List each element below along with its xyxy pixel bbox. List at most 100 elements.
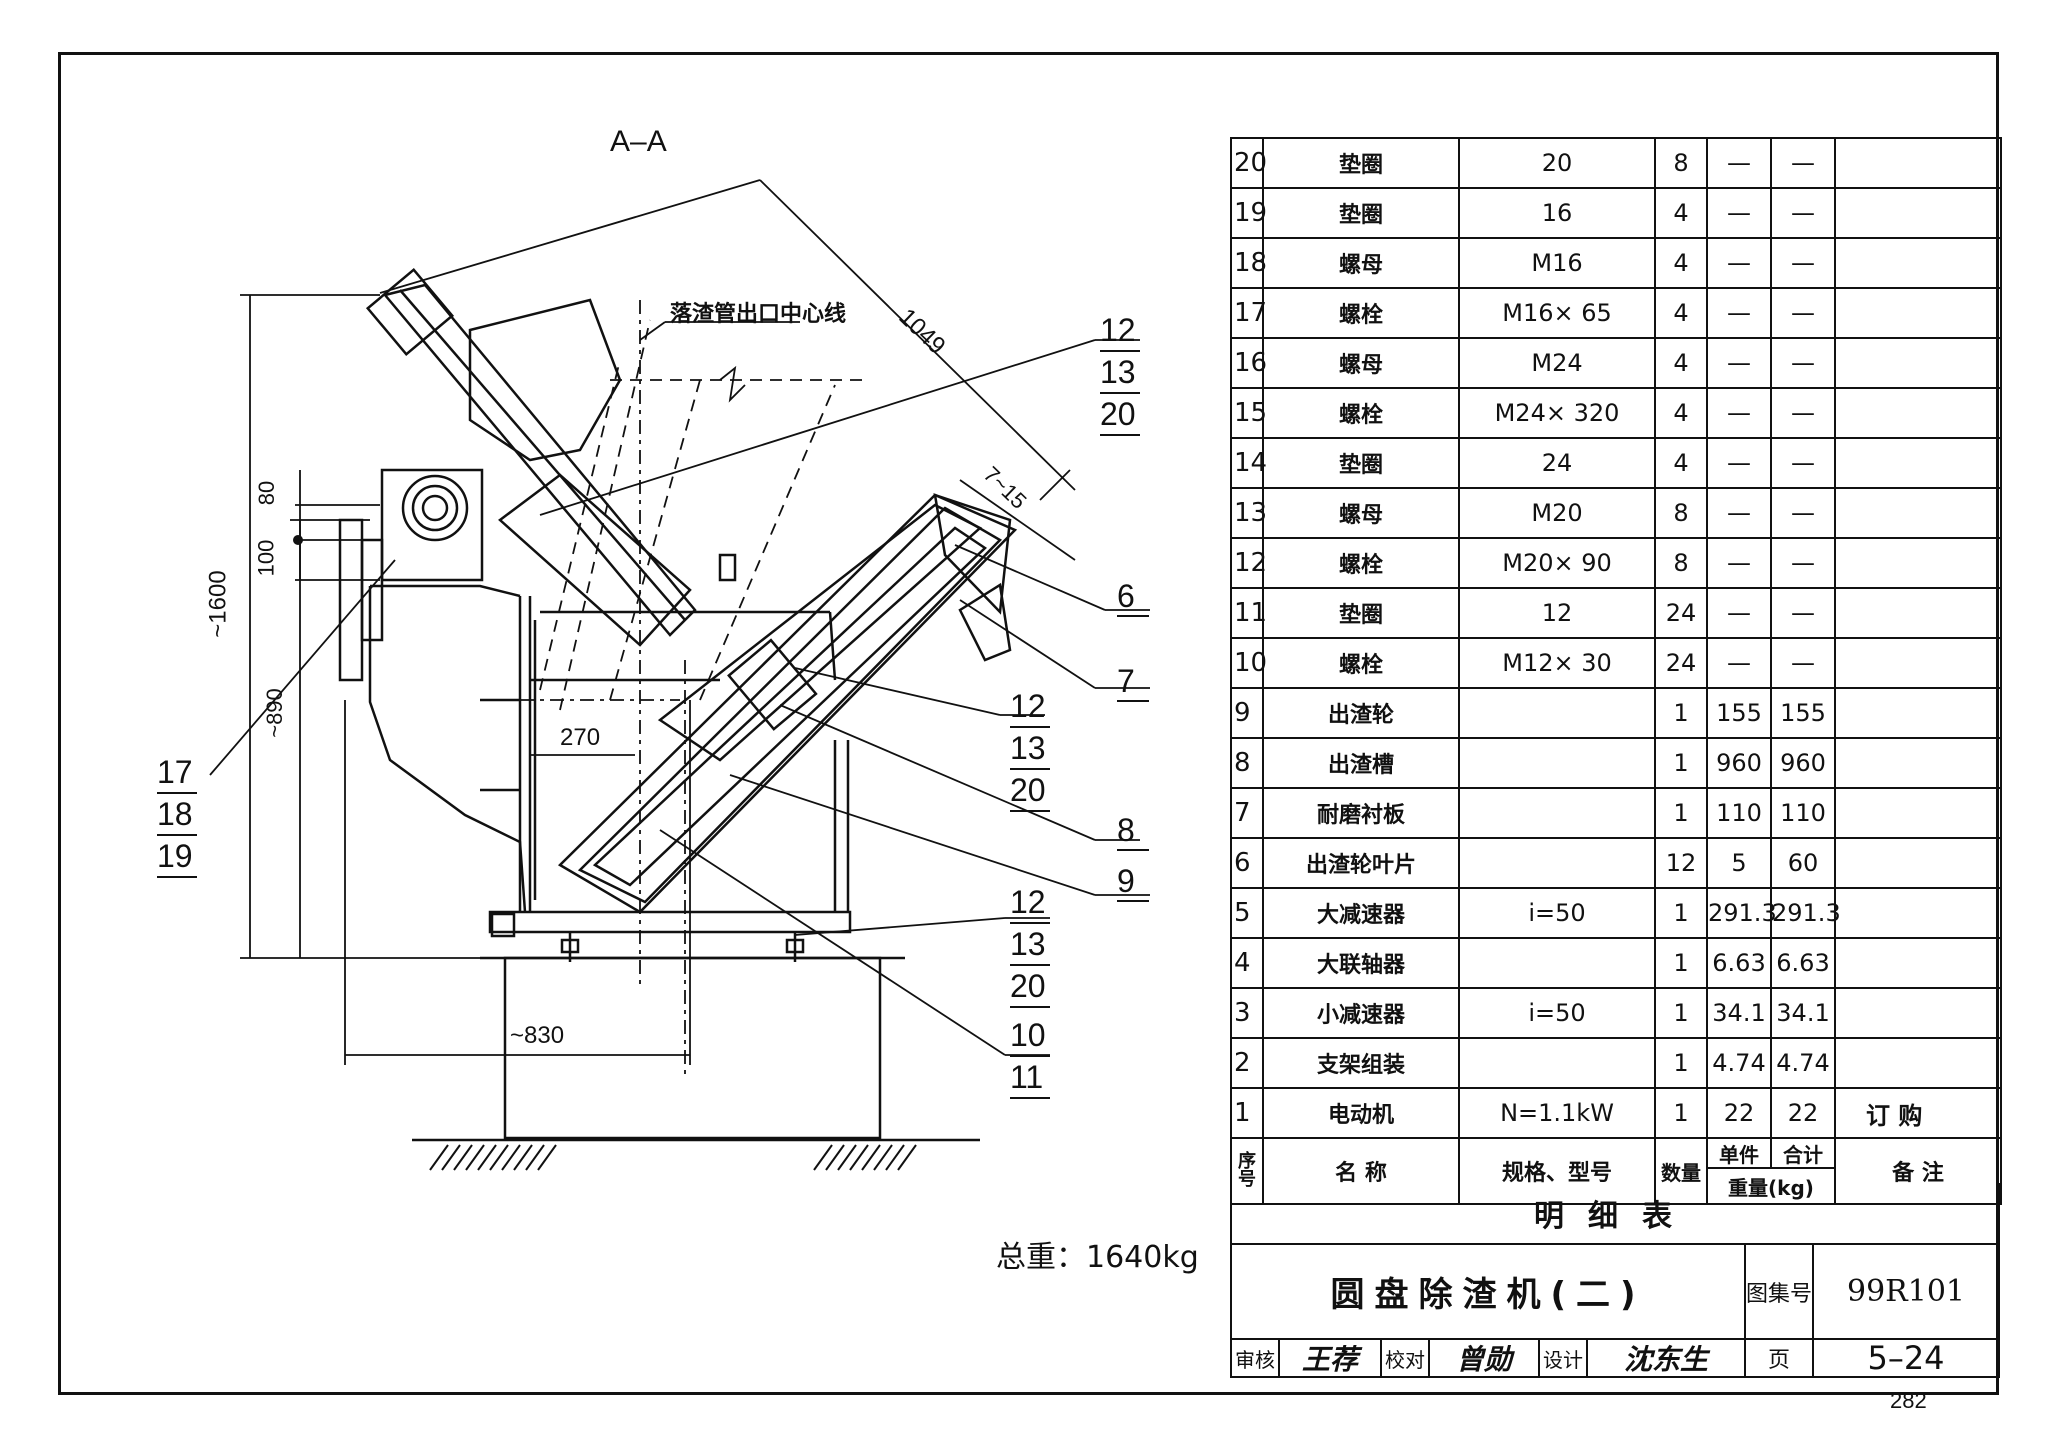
cell-note [1834,287,2002,339]
cell-note: 订 购 [1834,1087,2002,1139]
cell-unit: 960 [1706,737,1772,789]
cell-spec: M20× 90 [1458,537,1656,589]
cell-note [1834,387,2002,439]
cell-name: 支架组装 [1262,1037,1460,1089]
callout-group-10-11: 10 11 [1010,1015,1050,1099]
cell-qty: 4 [1654,187,1708,239]
cell-note [1834,787,2002,839]
cell-unit: 155 [1706,687,1772,739]
header-unit: 单件 [1708,1139,1772,1167]
cell-qty: 24 [1654,637,1708,689]
cell-no: 16 [1230,337,1267,389]
cell-qty: 8 [1654,137,1708,189]
review-signature: 王荐 [1278,1338,1382,1378]
cell-note [1834,187,2002,239]
cell-qty: 1 [1654,1087,1708,1139]
cell-spec [1458,937,1656,989]
cell-total: — [1770,187,1836,239]
cell-no: 10 [1230,637,1267,689]
cell-no: 11 [1230,587,1267,639]
cell-unit: — [1706,287,1772,339]
cell-unit: 34.1 [1706,987,1772,1039]
cell-unit: — [1706,587,1772,639]
cell-qty: 12 [1654,837,1708,889]
cell-spec: M24 [1458,337,1656,389]
cell-unit: — [1706,387,1772,439]
cell-qty: 4 [1654,387,1708,439]
callout-group-12-13-20-top: 12 13 20 [1100,310,1140,436]
header-weight-label: 重量(kg) [1728,1175,1814,1200]
cell-total: — [1770,637,1836,689]
cell-name: 螺栓 [1262,387,1460,439]
cell-unit: — [1706,337,1772,389]
callout-group-12-13-20-mid: 12 13 20 [1010,686,1050,812]
cell-no: 3 [1230,987,1264,1039]
header-note: 备 注 [1834,1137,2002,1205]
cell-total: 22 [1770,1087,1836,1139]
cell-name: 电动机 [1262,1087,1460,1139]
dim-100: 100 [253,539,279,577]
cell-no: 20 [1230,137,1267,189]
cell-name: 出渣轮 [1262,687,1460,739]
cell-no: 12 [1230,537,1267,589]
callout-number: 20 [1010,770,1050,812]
cell-no: 6 [1230,837,1264,889]
cell-qty: 4 [1654,437,1708,489]
atlas-label: 图集号 [1744,1245,1814,1340]
design-label: 设计 [1538,1338,1588,1378]
cell-no: 5 [1230,887,1264,939]
check-signature: 曾勋 [1428,1338,1540,1378]
cell-total: — [1770,487,1836,539]
cell-name: 螺母 [1262,487,1460,539]
cell-total: — [1770,587,1836,639]
cell-unit: — [1706,537,1772,589]
section-title: A–A [610,125,667,158]
cell-spec: 24 [1458,437,1656,489]
cell-spec: 12 [1458,587,1656,639]
cell-total: — [1770,387,1836,439]
dim-1600: ~1600 [204,570,232,638]
cell-note [1834,437,2002,489]
header-spec: 规格、型号 [1458,1137,1656,1205]
cell-qty: 1 [1654,887,1708,939]
header-weight: 单件 合计 重量(kg) [1706,1137,1836,1205]
cell-total: — [1770,137,1836,189]
cell-name: 小减速器 [1262,987,1460,1039]
cell-spec: M24× 320 [1458,387,1656,439]
callout-6: 6 [1117,578,1149,617]
parts-table-header: 序号 名 称 规格、型号 数量 单件 合计 重量(kg) 备 注 [1230,1137,2002,1205]
dim-point-dot [293,535,303,545]
callout-leaders [209,339,1150,1056]
cell-spec [1458,837,1656,889]
cell-note [1834,1037,2002,1089]
page-label: 页 [1744,1338,1814,1378]
dim-890: ~890 [261,688,287,738]
sheet-number: 282 [1890,1388,1927,1413]
cell-name: 耐磨衬板 [1262,787,1460,839]
cell-spec: M16 [1458,237,1656,289]
cell-spec: M16× 65 [1458,287,1656,339]
callout-group-12-13-20-low: 12 13 20 [1010,882,1050,1008]
cell-note [1834,137,2002,189]
cell-unit: — [1706,137,1772,189]
cell-qty: 4 [1654,237,1708,289]
callout-number: 20 [1100,394,1140,436]
cell-qty: 1 [1654,687,1708,739]
cell-no: 13 [1230,487,1267,539]
cell-unit: 4.74 [1706,1037,1772,1089]
cell-no: 14 [1230,437,1267,489]
cell-no: 15 [1230,387,1267,439]
cell-unit: 6.63 [1706,937,1772,989]
